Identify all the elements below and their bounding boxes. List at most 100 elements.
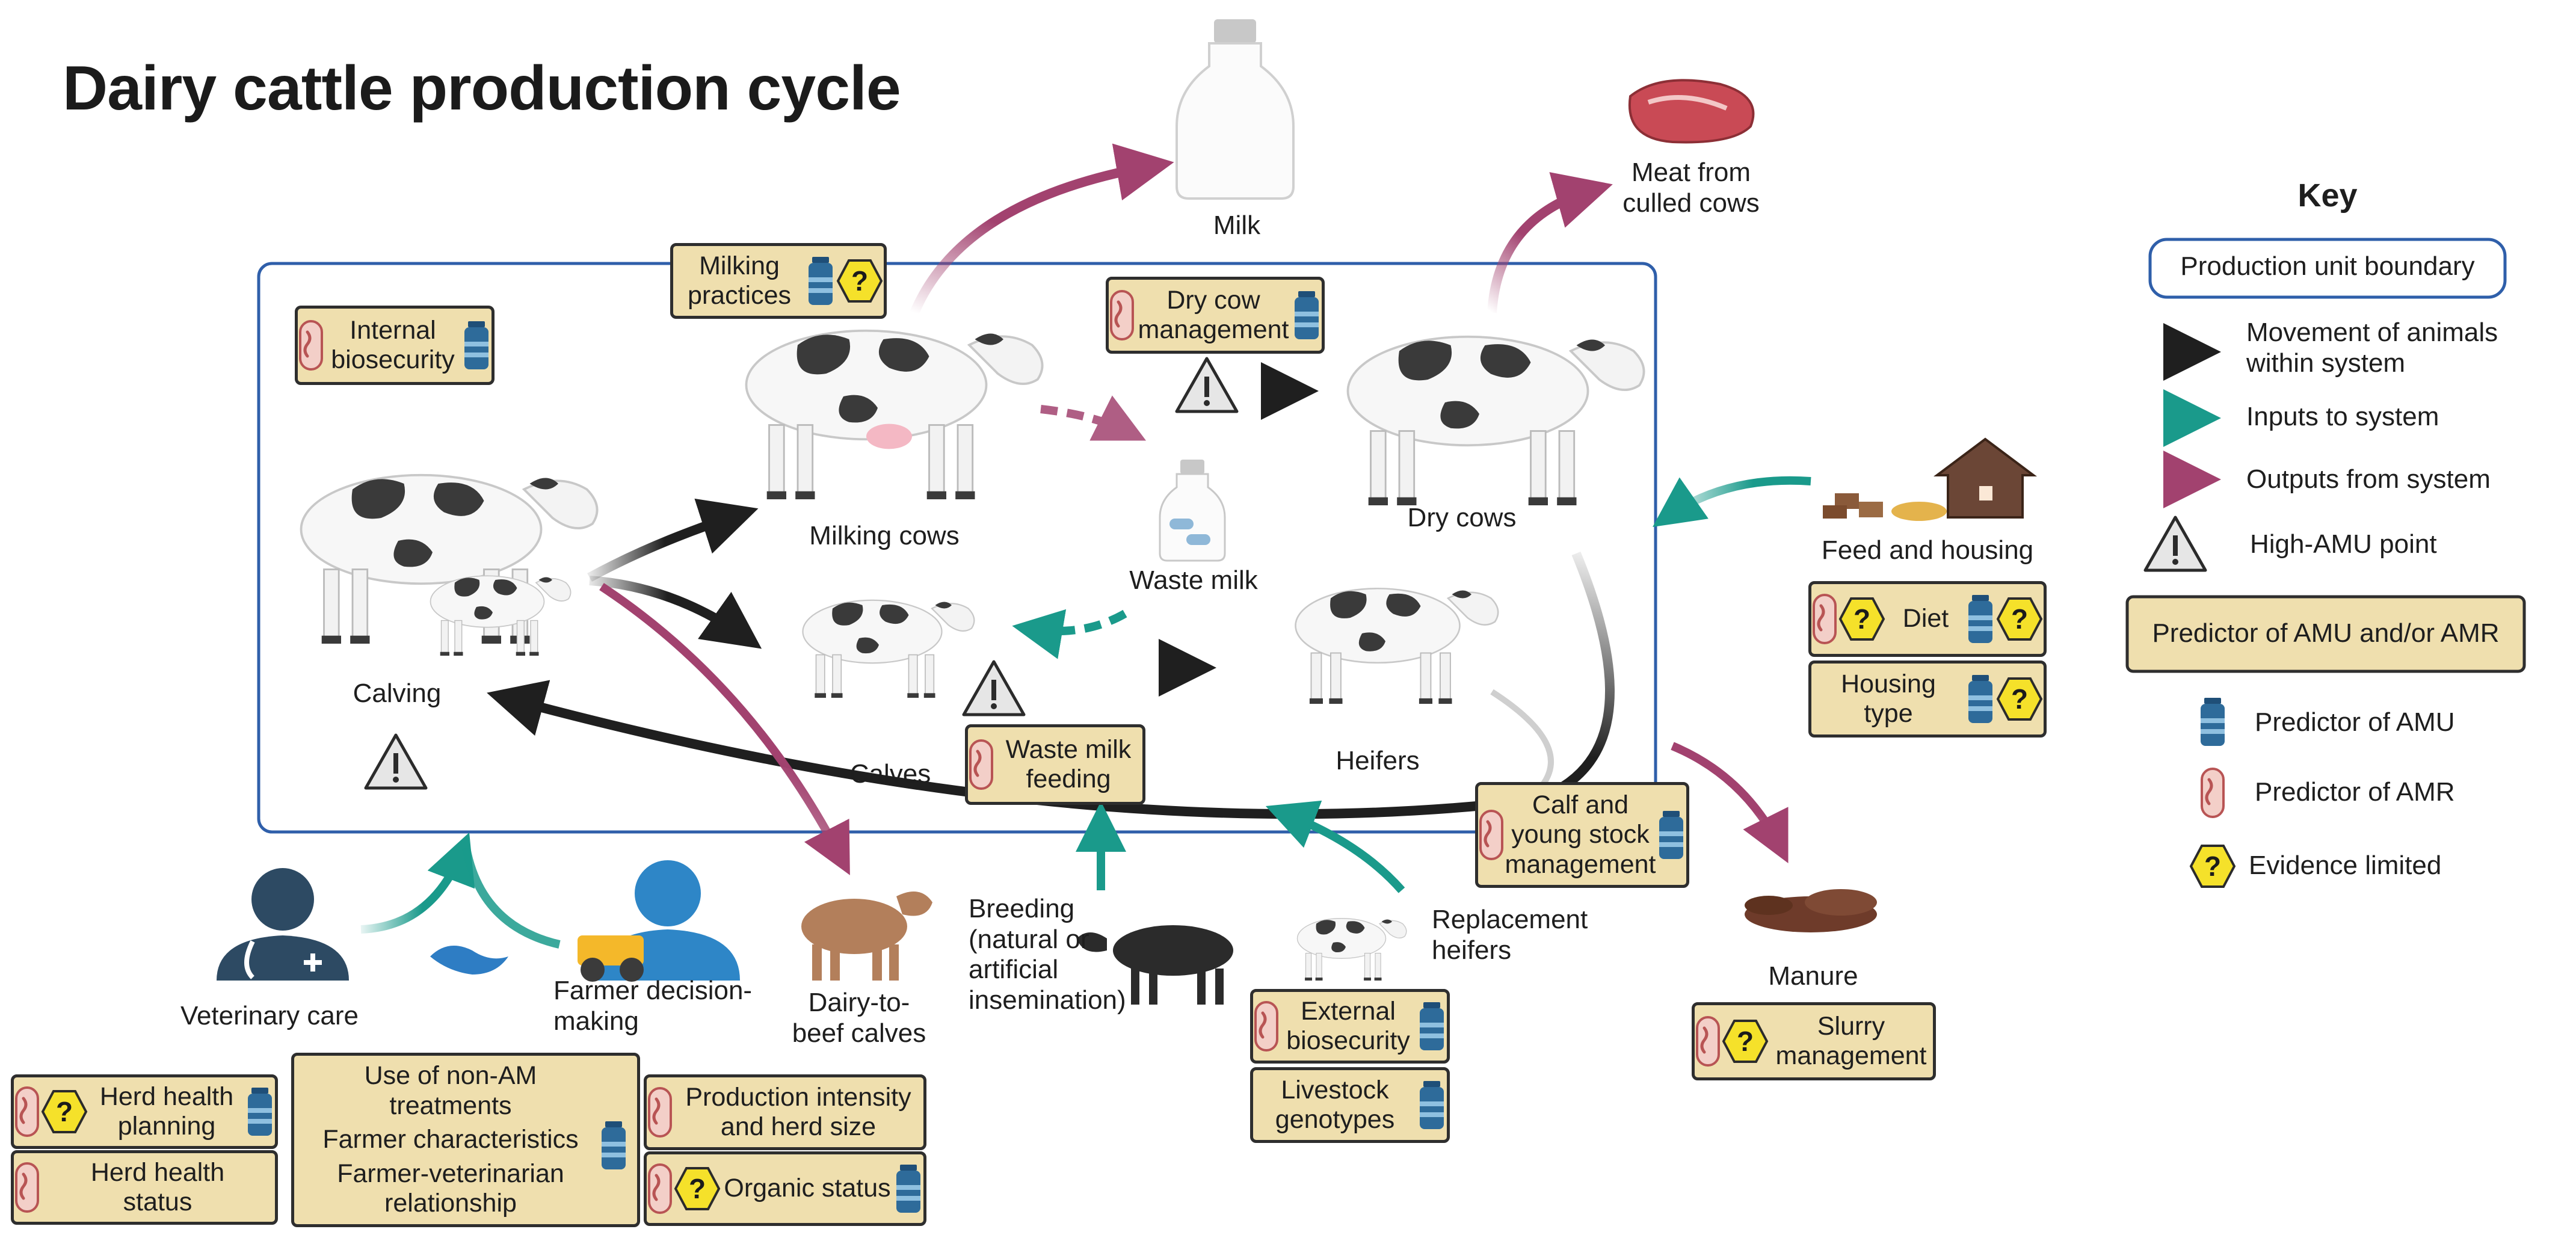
key-predictor-label: Predictor of AMU and/or AMR xyxy=(2152,618,2500,648)
milking-cows-label: Milking cows xyxy=(809,521,960,550)
predictor-organic-status: Organic status xyxy=(644,1151,926,1226)
arrow-to-manure xyxy=(1671,742,1789,864)
question-hexagon-icon xyxy=(1997,677,2042,721)
breeding-line1: Breeding xyxy=(969,894,1075,923)
warning-triangle-icon-calves xyxy=(964,662,1024,715)
bacteria-pill-icon xyxy=(1811,592,1838,646)
manure-label: Manure xyxy=(1768,961,1858,991)
prod-line1: Production intensity xyxy=(685,1082,911,1112)
question-hexagon-icon xyxy=(1839,597,1885,641)
arrow-from-feed xyxy=(1653,476,1811,528)
arrow-dry-to-calving xyxy=(487,551,1615,819)
housing-line2: type xyxy=(1864,699,1913,728)
key-warning-triangle-icon xyxy=(2145,517,2205,570)
vial-icon xyxy=(1659,811,1683,859)
vial-icon xyxy=(1968,675,1992,723)
dry-cows-label: Dry cows xyxy=(1407,503,1517,532)
meat-label-line2: culled cows xyxy=(1622,188,1760,218)
meat-label-line1: Meat from xyxy=(1631,158,1751,187)
warning-triangle-icon-drycow xyxy=(1177,359,1237,411)
veterinarian-icon xyxy=(217,868,349,981)
key-movement-line1: Movement of animals xyxy=(2246,318,2498,347)
question-hexagon-icon xyxy=(674,1167,720,1210)
page-title: Dairy cattle production cycle xyxy=(63,54,901,123)
breeding-line3: artificial xyxy=(969,955,1059,985)
breeding-line4: insemination) xyxy=(969,985,1126,1015)
meat-label: Meat from culled cows xyxy=(1616,158,1766,218)
calving-calf-icon xyxy=(430,575,572,656)
arrow-from-vet xyxy=(360,832,475,934)
breeding-label: Breeding (natural or artificial insemina… xyxy=(969,894,1126,1015)
bacteria-pill-icon xyxy=(647,1085,673,1139)
farmer-decision-label: Farmer decision- making xyxy=(553,976,752,1036)
bacteria-pill-icon xyxy=(14,1085,40,1139)
arrow-heifers-to-calving-fade xyxy=(1490,689,1554,790)
key-vial-icon xyxy=(2201,698,2225,746)
geno-line2: genotypes xyxy=(1275,1105,1395,1134)
predictor-farmer-block: Use of non-AM treatments Farmer characte… xyxy=(291,1053,640,1227)
wmf-line2: feeding xyxy=(1026,765,1111,793)
calf-line1: Calf and xyxy=(1532,790,1629,819)
farmer-line2: making xyxy=(553,1006,639,1036)
arrow-to-meat xyxy=(1487,172,1613,313)
prod-line2: and herd size xyxy=(720,1112,877,1141)
arrow-calving-to-milking xyxy=(587,498,759,582)
vial-icon xyxy=(602,1121,626,1169)
vial-icon xyxy=(1968,595,1992,643)
organic-text: Organic status xyxy=(724,1174,891,1203)
hhs-line1: Herd health xyxy=(90,1157,225,1187)
arrow-to-beef-calves xyxy=(599,583,850,875)
milk-bottle-icon xyxy=(1176,19,1295,200)
handshake-icon xyxy=(430,946,508,975)
key-boundary-sample xyxy=(2148,238,2507,299)
housing-line1: Housing xyxy=(1841,669,1936,698)
calf-line2: young stock xyxy=(1511,820,1650,849)
feed-housing-label: Feed and housing xyxy=(1821,535,2034,565)
bacteria-pill-icon xyxy=(1478,808,1505,862)
key-movement-line2: within system xyxy=(2246,348,2406,378)
replacement-heifer-icon xyxy=(1296,918,1407,981)
house-icon xyxy=(1934,437,2037,519)
non-am-treatments-text: Use of non-AM treatments xyxy=(364,1061,537,1120)
key-inputs-label: Inputs to system xyxy=(2246,402,2439,431)
milking-cow-icon xyxy=(745,329,1044,500)
bacteria-pill-icon xyxy=(1253,999,1280,1053)
breeding-line2: (natural or xyxy=(969,924,1089,954)
beef-label-line2: beef calves xyxy=(792,1018,926,1048)
key-boundary-label: Production unit boundary xyxy=(2180,251,2475,281)
milking-practices-line2: practices xyxy=(687,281,792,310)
vial-icon xyxy=(1420,1081,1444,1129)
arrow-milking-to-wastemilk xyxy=(1040,395,1147,441)
arrow-to-milk xyxy=(910,143,1174,315)
hhp-line2: planning xyxy=(117,1112,216,1141)
key-outputs-label: Outputs from system xyxy=(2246,464,2491,494)
heifer-icon xyxy=(1295,587,1499,705)
hhp-line1: Herd health xyxy=(99,1082,234,1111)
beef-calf-icon xyxy=(801,892,932,981)
production-unit-boundary xyxy=(257,262,1657,834)
waste-milk-bottle-icon xyxy=(1159,460,1226,562)
predictor-diet: Diet xyxy=(1808,581,2047,657)
question-hexagon-icon xyxy=(42,1090,87,1133)
bacteria-pill-icon xyxy=(14,1160,40,1215)
ext-line1: External xyxy=(1301,996,1396,1026)
bacteria-pill-icon xyxy=(647,1162,673,1216)
bull-icon xyxy=(1077,925,1233,1005)
vial-icon xyxy=(464,321,488,369)
arrow-wastemilk-to-calves xyxy=(1012,609,1127,659)
vet-care-label: Veterinary care xyxy=(180,1001,359,1030)
